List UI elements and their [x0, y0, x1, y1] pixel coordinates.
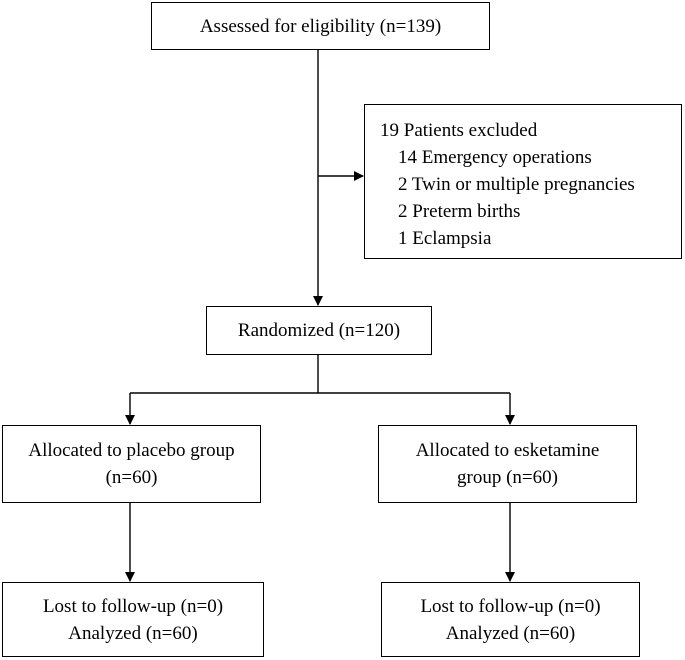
placebo-allocation-line2: (n=60)	[105, 467, 158, 488]
exclusion-reason: 1 Eclampsia	[398, 228, 492, 249]
placebo-lost-to-follow-up: Lost to follow-up (n=0)	[42, 595, 224, 617]
esketamine-analyzed: Analyzed (n=60)	[445, 622, 576, 644]
randomized-text: Randomized (n=120)	[237, 320, 401, 341]
placebo-allocation-line1: Allocated to placebo group	[28, 440, 235, 461]
excluded-box: 19 Patients excluded 14 Emergency operat…	[364, 104, 682, 259]
placebo-analyzed: Analyzed (n=60)	[68, 622, 198, 644]
exclusion-reason: 2 Twin or multiple pregnancies	[398, 174, 635, 195]
assessed-box: Assessed for eligibility (n=139)	[151, 2, 490, 50]
placebo-allocation-box: Allocated to placebo group (n=60)	[2, 425, 261, 503]
placebo-outcome-box: Lost to follow-up (n=0) Analyzed (n=60)	[2, 582, 264, 657]
esketamine-allocation-box: Allocated to esketamine group (n=60)	[378, 425, 637, 503]
esketamine-outcome-box: Lost to follow-up (n=0) Analyzed (n=60)	[381, 582, 640, 657]
exclusion-reason: 2 Preterm births	[398, 201, 521, 222]
randomized-box: Randomized (n=120)	[206, 306, 432, 355]
esketamine-allocation-line1: Allocated to esketamine	[415, 440, 600, 461]
esketamine-lost-to-follow-up: Lost to follow-up (n=0)	[420, 595, 601, 617]
excluded-heading: 19 Patients excluded	[380, 120, 538, 141]
assessed-text: Assessed for eligibility (n=139)	[199, 15, 442, 37]
exclusion-reason: 14 Emergency operations	[398, 147, 592, 168]
esketamine-allocation-line2: group (n=60)	[457, 467, 558, 488]
